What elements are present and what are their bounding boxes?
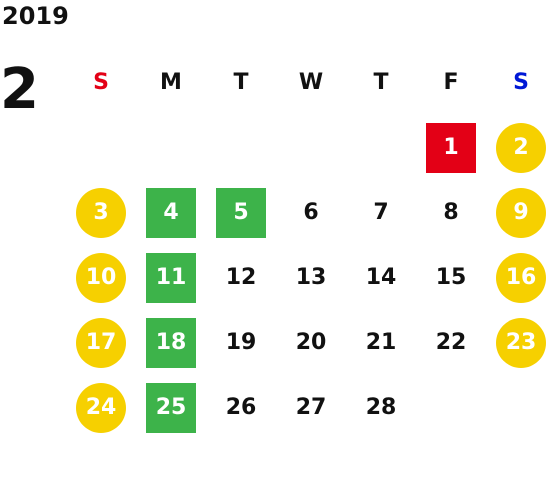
weekday-sun: S xyxy=(93,70,109,95)
day-26[interactable]: 26 xyxy=(225,395,257,420)
empty-day-cell xyxy=(346,115,416,180)
day-cell: 8 xyxy=(416,180,486,245)
day-6[interactable]: 6 xyxy=(303,200,319,225)
day-2[interactable]: 2 xyxy=(496,122,546,173)
weekday-fri: F xyxy=(443,70,459,95)
day-23[interactable]: 23 xyxy=(496,317,546,368)
empty-day-cell xyxy=(276,115,346,180)
empty-day-cell xyxy=(66,115,136,180)
weekday-tue: T xyxy=(233,70,249,95)
weekday-wed: W xyxy=(298,70,324,95)
weekday-mon: M xyxy=(160,70,182,95)
day-15[interactable]: 15 xyxy=(435,265,467,290)
day-20[interactable]: 20 xyxy=(295,330,327,355)
day-7[interactable]: 7 xyxy=(373,200,389,225)
weekday-thu: T xyxy=(373,70,389,95)
month-number: 2 xyxy=(0,57,39,122)
day-cell: 20 xyxy=(276,310,346,375)
day-cell: 13 xyxy=(276,245,346,310)
day-cell: 24 xyxy=(66,375,136,440)
day-28[interactable]: 28 xyxy=(365,395,397,420)
day-11[interactable]: 11 xyxy=(146,252,196,303)
day-cell: 12 xyxy=(206,245,276,310)
day-cell: 18 xyxy=(136,310,206,375)
day-21[interactable]: 21 xyxy=(365,330,397,355)
day-8[interactable]: 8 xyxy=(443,200,459,225)
year-label: 2019 xyxy=(2,2,69,30)
day-10[interactable]: 10 xyxy=(76,252,126,303)
day-cell: 17 xyxy=(66,310,136,375)
day-cell: 28 xyxy=(346,375,416,440)
day-cell: 15 xyxy=(416,245,486,310)
day-cell: 14 xyxy=(346,245,416,310)
day-9[interactable]: 9 xyxy=(496,187,546,238)
day-cell: 23 xyxy=(486,310,548,375)
day-cell: 5 xyxy=(206,180,276,245)
day-13[interactable]: 13 xyxy=(295,265,327,290)
day-cell: 3 xyxy=(66,180,136,245)
day-cell: 21 xyxy=(346,310,416,375)
day-4[interactable]: 4 xyxy=(146,187,196,238)
day-5[interactable]: 5 xyxy=(216,187,266,238)
day-cell: 25 xyxy=(136,375,206,440)
day-cell: 11 xyxy=(136,245,206,310)
day-27[interactable]: 27 xyxy=(295,395,327,420)
day-cell: 9 xyxy=(486,180,548,245)
day-cell: 10 xyxy=(66,245,136,310)
day-cell: 1 xyxy=(416,115,486,180)
day-cell: 19 xyxy=(206,310,276,375)
day-18[interactable]: 18 xyxy=(146,317,196,368)
day-1[interactable]: 1 xyxy=(426,122,476,173)
day-cell: 16 xyxy=(486,245,548,310)
day-22[interactable]: 22 xyxy=(435,330,467,355)
day-cell: 27 xyxy=(276,375,346,440)
day-19[interactable]: 19 xyxy=(225,330,257,355)
day-cell: 26 xyxy=(206,375,276,440)
day-cell: 4 xyxy=(136,180,206,245)
day-3[interactable]: 3 xyxy=(76,187,126,238)
day-14[interactable]: 14 xyxy=(365,265,397,290)
empty-day-cell xyxy=(136,115,206,180)
weekday-sat: S xyxy=(513,70,529,95)
day-cell: 7 xyxy=(346,180,416,245)
empty-day-cell xyxy=(206,115,276,180)
day-24[interactable]: 24 xyxy=(76,382,126,433)
day-16[interactable]: 16 xyxy=(496,252,546,303)
day-17[interactable]: 17 xyxy=(76,317,126,368)
day-25[interactable]: 25 xyxy=(146,382,196,433)
day-cell: 6 xyxy=(276,180,346,245)
day-cell: 22 xyxy=(416,310,486,375)
day-12[interactable]: 12 xyxy=(225,265,257,290)
day-cell: 2 xyxy=(486,115,548,180)
